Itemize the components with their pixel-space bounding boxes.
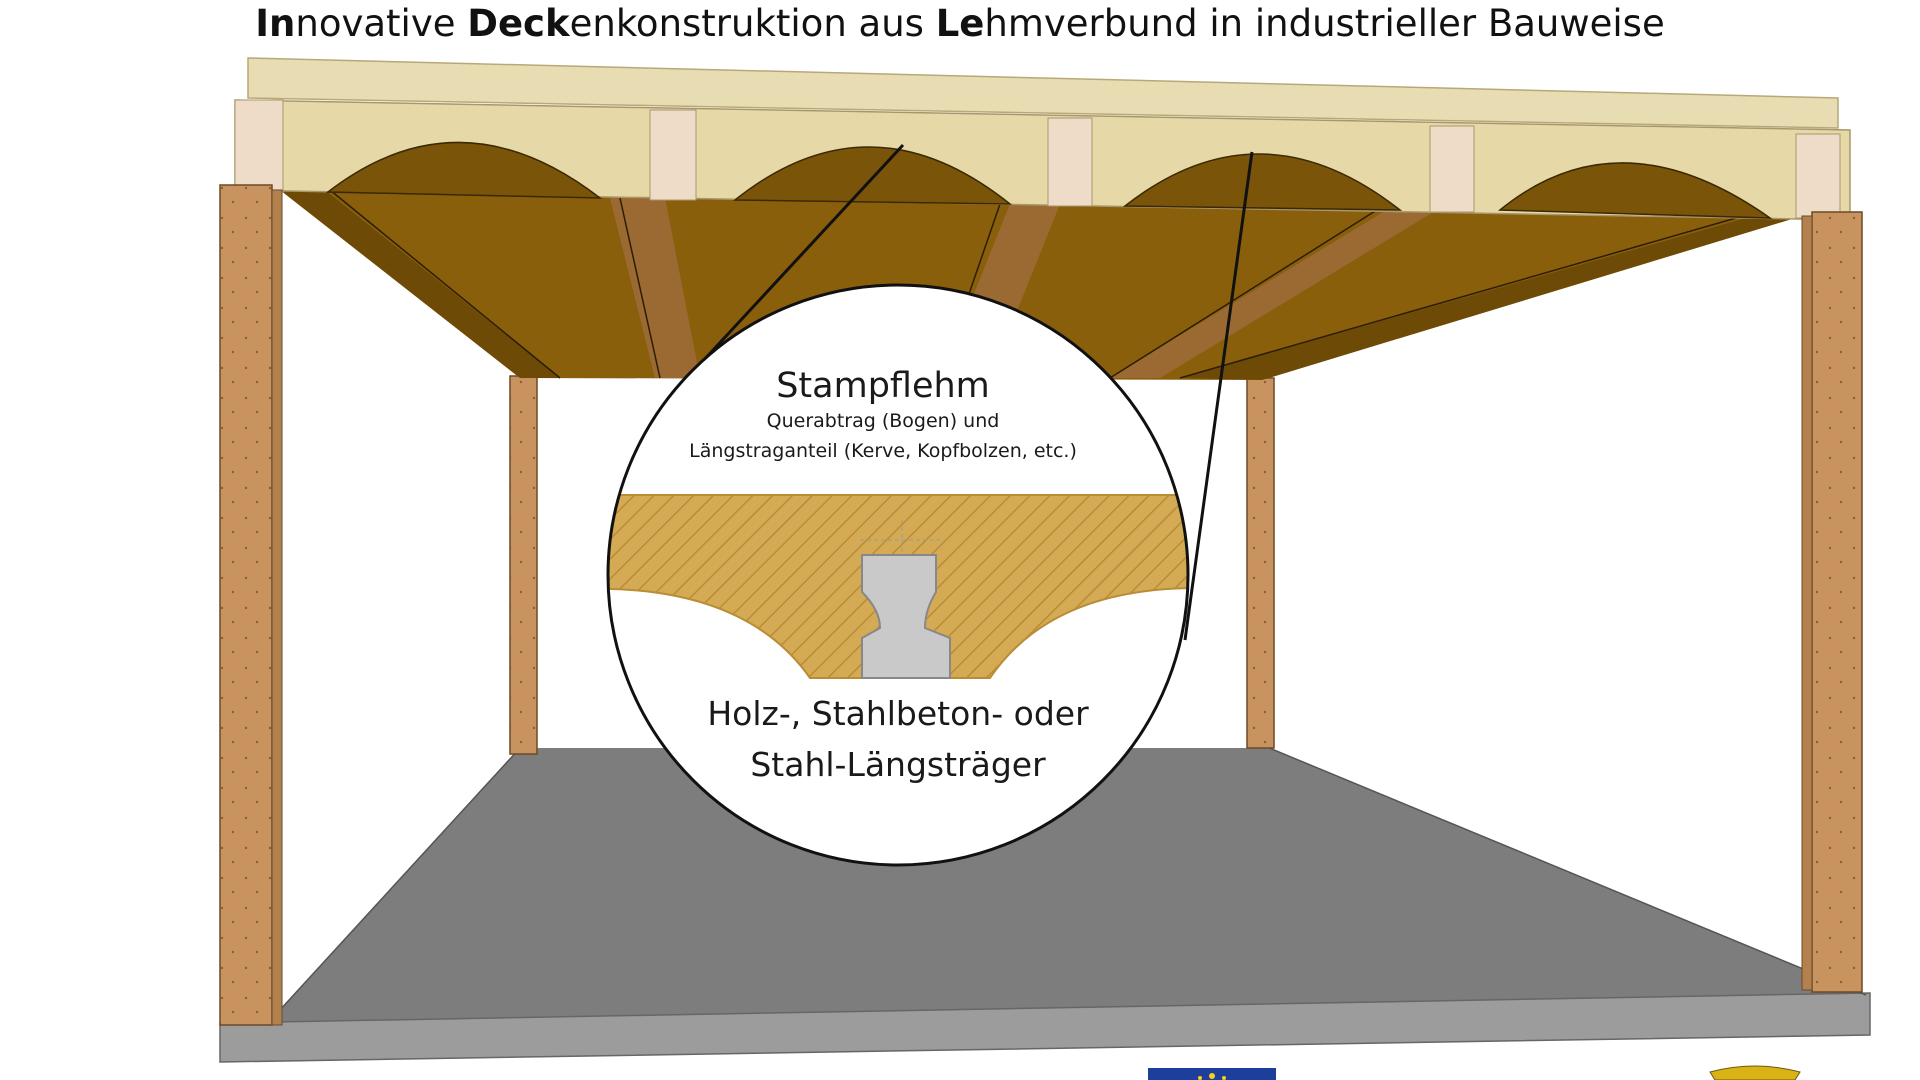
arch-3 xyxy=(1122,153,1403,211)
title-part: hmverbund in industrieller Bauweise xyxy=(984,2,1665,45)
lens-heading: Stampflehm xyxy=(776,366,990,406)
title-part: enkonstruktion aus xyxy=(569,2,936,45)
eu-flag xyxy=(1148,1068,1276,1080)
lens-subtext-1: Querabtrag (Bogen) und xyxy=(767,410,1000,432)
front-column-right xyxy=(1811,211,1863,993)
arch-2 xyxy=(732,146,1013,205)
lens-beam-label-1: Holz-, Stahlbeton- oder xyxy=(707,694,1089,733)
arch-1 xyxy=(325,141,603,199)
callout-line-left xyxy=(688,143,905,377)
title-part: In xyxy=(255,2,296,45)
back-column-right xyxy=(1246,377,1275,749)
top-slab xyxy=(247,57,1839,129)
title-part: Le xyxy=(935,2,985,45)
page-title: Innovative Deckenkonstruktion aus Lehmve… xyxy=(0,0,1920,50)
callout-line-right xyxy=(1183,151,1254,641)
title-part: Deck xyxy=(467,2,570,45)
title-part: novative xyxy=(295,2,468,45)
detail-lens: Stampflehm Querabtrag (Bogen) und Längst… xyxy=(606,283,1190,867)
coat-of-arms-icon xyxy=(1709,1065,1801,1080)
arch-4 xyxy=(1497,162,1773,219)
longitudinal-beam-section xyxy=(861,554,951,679)
back-column-left xyxy=(509,375,538,755)
lens-subtext-2: Längstraganteil (Kerve, Kopfbolzen, etc.… xyxy=(689,440,1077,462)
lens-beam-label-2: Stahl-Längsträger xyxy=(750,745,1046,784)
floor-slab xyxy=(268,745,1866,1023)
front-column-left xyxy=(219,184,273,1026)
floor-edge xyxy=(219,992,1871,1063)
